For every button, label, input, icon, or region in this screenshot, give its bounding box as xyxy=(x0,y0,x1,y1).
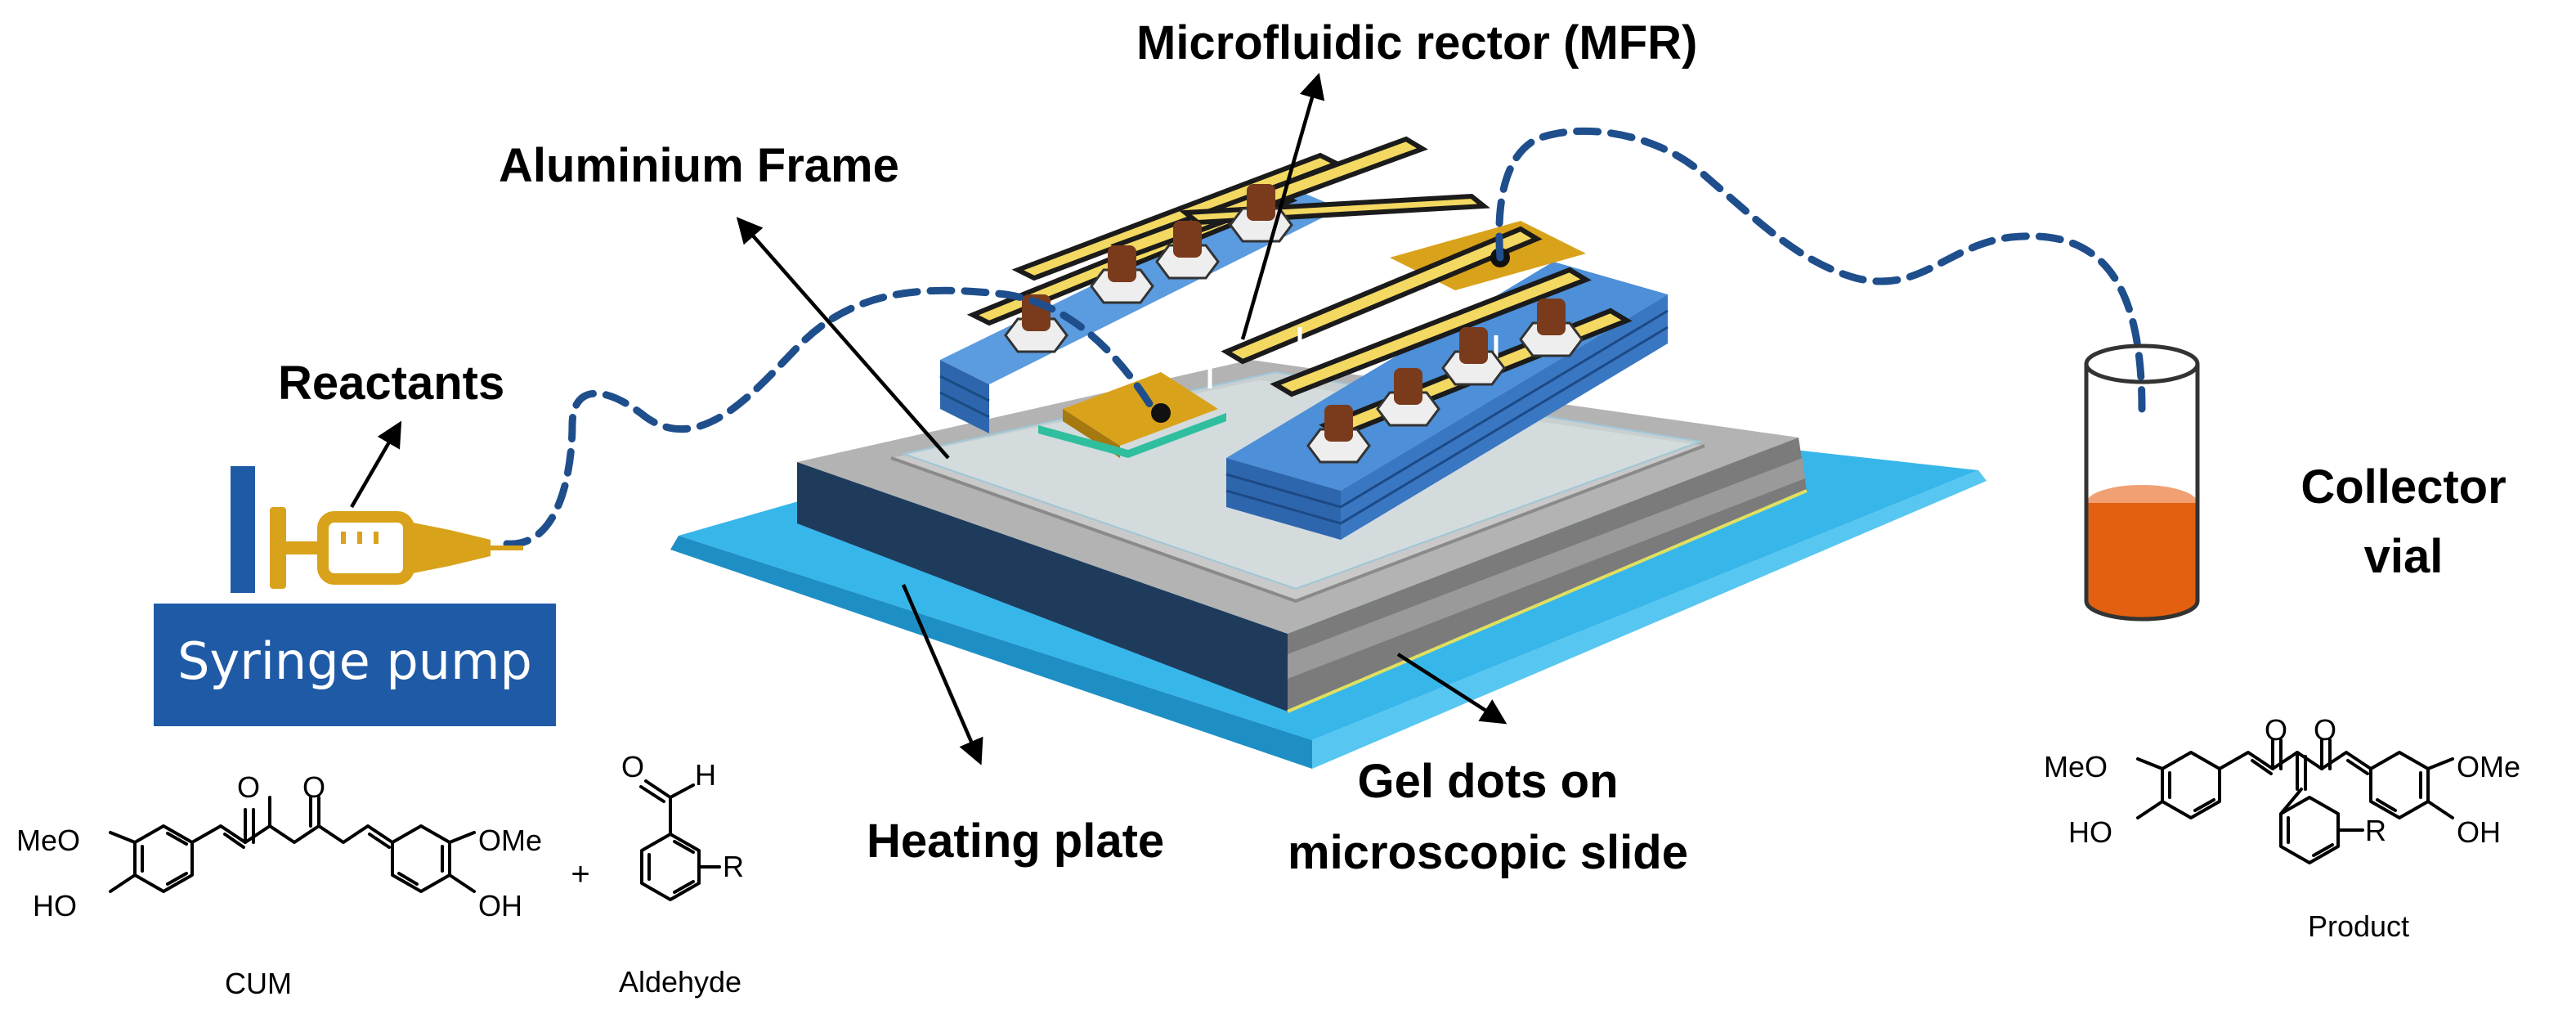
aldehyde-r: R xyxy=(723,850,744,883)
pump-label: Syringe pump xyxy=(177,631,532,691)
product-o-2: O xyxy=(2314,713,2336,747)
pump-box xyxy=(154,604,556,726)
cum-oh: OH xyxy=(478,889,522,922)
syringe xyxy=(270,507,523,589)
mfr-label: Microfluidic rector (MFR) xyxy=(1136,16,1697,70)
reactants-label: Reactants xyxy=(278,357,504,410)
heating-pointer xyxy=(901,584,983,765)
heating-label: Heating plate xyxy=(867,815,1164,868)
cum-o-1: O xyxy=(237,770,260,804)
mfr-pointer xyxy=(1240,72,1325,340)
inlet-tubing xyxy=(503,286,1157,548)
product-o-1: O xyxy=(2265,713,2287,747)
gel-label-line1: Gel dots on xyxy=(1358,755,1619,808)
gel-pointer xyxy=(1396,653,1508,725)
cum-structure: MeO HO O O OMe OH xyxy=(16,770,542,922)
cum-meo: MeO xyxy=(16,824,80,857)
fitting-6 xyxy=(1441,327,1506,386)
collector-vial xyxy=(2084,343,2200,622)
gel-label-line2: microscopic slide xyxy=(1288,826,1688,879)
cum-ome: OMe xyxy=(478,824,542,857)
product-meo: MeO xyxy=(2044,750,2108,783)
plus-sign: + xyxy=(571,856,589,892)
aldehyde-caption: Aldehyde xyxy=(619,965,741,999)
product-ome: OMe xyxy=(2457,750,2520,783)
product-oh: OH xyxy=(2457,815,2501,849)
cum-ho: HO xyxy=(33,889,77,922)
aldehyde-h: H xyxy=(695,758,716,792)
hex-fittings xyxy=(1004,184,1584,464)
cum-caption: CUM xyxy=(225,967,292,1000)
reactants-pointer xyxy=(350,420,402,509)
aldehyde-o: O xyxy=(621,750,644,783)
frame-label: Aluminium Frame xyxy=(499,139,899,192)
pump-pusher xyxy=(231,466,255,593)
cum-o-2: O xyxy=(302,770,325,804)
product-caption: Product xyxy=(2308,909,2409,943)
inlet-port xyxy=(1151,403,1171,423)
collector-label-line1: Collector xyxy=(2300,460,2506,514)
syringe-pump: Syringe pump xyxy=(154,466,556,726)
fitting-3 xyxy=(1155,221,1220,280)
fitting-5 xyxy=(1519,299,1584,357)
collector-label-line2: vial xyxy=(2364,530,2444,583)
fitting-2 xyxy=(1090,245,1154,304)
frame-pointer xyxy=(736,217,950,460)
fitting-8 xyxy=(1306,405,1371,464)
aldehyde-structure: O H R xyxy=(621,750,744,901)
fitting-7 xyxy=(1376,368,1440,427)
product-r: R xyxy=(2365,814,2386,847)
product-ho: HO xyxy=(2068,815,2112,849)
product-structure: MeO HO O O OMe OH R xyxy=(2044,713,2520,864)
microfluidic-reactor xyxy=(939,136,1669,540)
